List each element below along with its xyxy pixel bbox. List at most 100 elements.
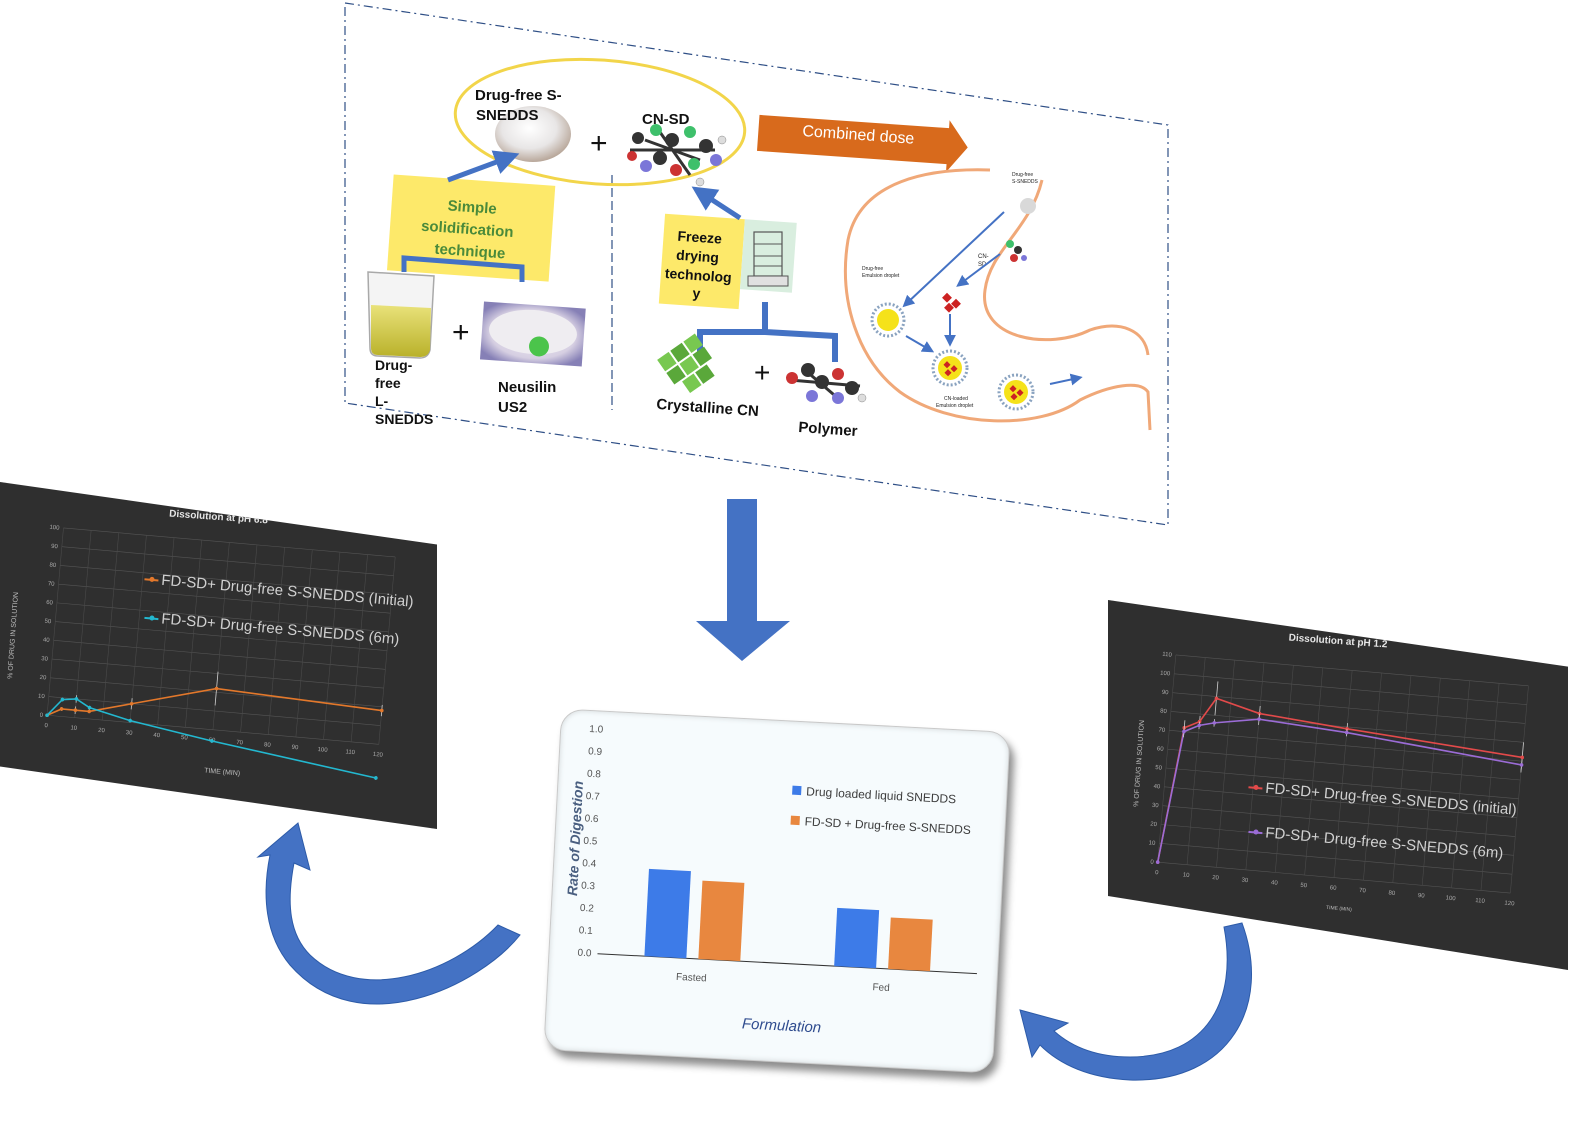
left-gridline-x: [74, 530, 92, 718]
bar-ytick-label: 0.8: [587, 769, 602, 781]
curved-arrow-left: [256, 822, 521, 1005]
right-ytick-label: 0: [1150, 860, 1155, 866]
left-ytick-label: 100: [49, 525, 60, 532]
crystalline-cn-label: Crystalline CN: [656, 396, 759, 420]
right-ytick-label: 10: [1148, 840, 1156, 847]
stomach-cn-sd-2: SD: [978, 262, 987, 268]
right-data-point: [1197, 723, 1202, 728]
crystalline-cn-icon: [657, 333, 715, 394]
left-ytick-label: 30: [41, 656, 49, 663]
left-gridline-x: [185, 540, 202, 728]
stomach-illustration: [844, 168, 1152, 431]
left-xtick-label: 100: [317, 747, 328, 754]
top-diagram: Drug-free S- SNEDDS + CN-SD Comb: [344, 2, 1169, 526]
neusilin-label-2: US2: [498, 399, 527, 416]
bar-0-0: [644, 868, 691, 959]
left-data-point: [214, 686, 219, 691]
simple-solidification-line-2: solidification: [421, 218, 514, 241]
left-gridline-x: [102, 532, 120, 721]
right-data-point: [1182, 729, 1186, 734]
left-gridline-x: [350, 554, 368, 742]
bar-ytick-label: 1.0: [589, 724, 604, 736]
left-ytick-label: 80: [49, 562, 57, 569]
cn-crystals-icon: [942, 292, 961, 313]
left-xtick-label: 80: [264, 742, 272, 749]
left-data-point: [45, 713, 49, 718]
dashed-frame: [344, 2, 1169, 526]
drug-free-s-snedds-label-2: SNEDDS: [476, 107, 539, 124]
left-chart-plot: 0102030405060708090100010203040506070809…: [38, 525, 396, 780]
right-gridline-x: [1216, 660, 1235, 868]
left-ytick-label: 10: [38, 694, 46, 701]
stomach-cn-loaded-emulsion-1: CN-loaded: [944, 396, 968, 402]
right-gridline-x: [1510, 685, 1529, 894]
simple-solidification-line-3: technique: [434, 241, 506, 263]
l-snedds-label-3: L-: [375, 393, 389, 409]
left-gridline-x: [378, 556, 396, 745]
left-xtick-label: 50: [181, 735, 189, 742]
curved-arrow-right: [1019, 922, 1252, 1081]
left-ytick-label: 50: [44, 619, 52, 626]
bar-ytick-label: 0.0: [577, 948, 592, 960]
right-ytick-label: 20: [1150, 822, 1158, 829]
bar-ytick-label: 0.2: [580, 903, 595, 915]
freeze-dryer-icon: [747, 231, 789, 287]
left-xtick-label: 10: [70, 725, 78, 732]
right-data-point: [1197, 719, 1202, 724]
neusilin-label-1: Neusilin: [498, 379, 556, 396]
right-xtick-label: 80: [1388, 890, 1396, 897]
polymer-label: Polymer: [798, 419, 858, 440]
right-data-point: [1257, 717, 1261, 721]
left-gridline-x: [46, 527, 64, 716]
left-data-point: [379, 708, 384, 713]
bar-1-0: [834, 907, 880, 969]
freeze-drying-line-3: technolog: [664, 265, 732, 286]
stomach-drug-free-emulsion-2: Emulsion droplet: [862, 273, 900, 279]
center-legend-2-swatch: [790, 815, 800, 826]
bar-ytick-label: 0.1: [578, 925, 593, 937]
liquid-snedds-beaker-icon: [367, 271, 435, 359]
stomach-cn-sd-1: CN-: [978, 254, 989, 260]
right-ytick-label: 90: [1162, 690, 1170, 697]
stomach-arrow-5: [1049, 373, 1083, 386]
right-ytick-label: 110: [1162, 652, 1173, 659]
right-data-point: [1212, 721, 1217, 725]
right-ytick-label: 60: [1157, 746, 1165, 753]
left-data-point: [87, 709, 92, 714]
left-data-point: [128, 718, 132, 723]
left-legend-6m-marker: [144, 616, 159, 621]
left-gridline-x: [240, 544, 258, 733]
bar-ytick-label: 0.6: [584, 813, 599, 825]
right-legend-initial-marker: [1248, 786, 1263, 790]
right-xtick-label: 0: [1155, 870, 1160, 876]
left-xtick-label: 120: [373, 752, 384, 759]
left-plot-group: 0102030405060708090100010203040506070809…: [38, 525, 396, 780]
right-xtick-label: 120: [1504, 901, 1515, 908]
freeze-drying-line-4: y: [692, 285, 701, 302]
left-xtick-label: 90: [291, 745, 299, 752]
right-data-point: [1344, 730, 1349, 735]
right-ytick-label: 40: [1153, 784, 1161, 791]
right-ytick-label: 80: [1160, 709, 1168, 716]
center-legend-1-swatch: [792, 785, 802, 796]
right-gridline-x: [1157, 654, 1177, 863]
stomach-drug-free-emulsion-1: Drug-free: [862, 266, 883, 272]
right-ytick-label: 50: [1155, 765, 1163, 772]
left-xtick-label: 70: [236, 740, 244, 747]
right-ytick-label: 70: [1158, 727, 1166, 734]
stomach-arrow-1: [902, 211, 1005, 308]
right-xtick-label: 90: [1418, 893, 1426, 900]
drug-free-droplet-icon: [870, 302, 906, 338]
simple-solidification-box: [386, 174, 556, 282]
left-gridline-x: [267, 547, 285, 735]
bar-ytick-label: 0.7: [585, 791, 600, 803]
right-gridline-x: [1421, 678, 1441, 886]
left-gridline-y: [63, 527, 396, 558]
cn-sd-molecule-icon: [627, 124, 727, 187]
plus-sign-1: +: [590, 127, 608, 160]
right-ytick-label: 100: [1160, 671, 1171, 678]
stomach-drug-free-s-snedds-2: S-SNEDDS: [1012, 179, 1039, 185]
